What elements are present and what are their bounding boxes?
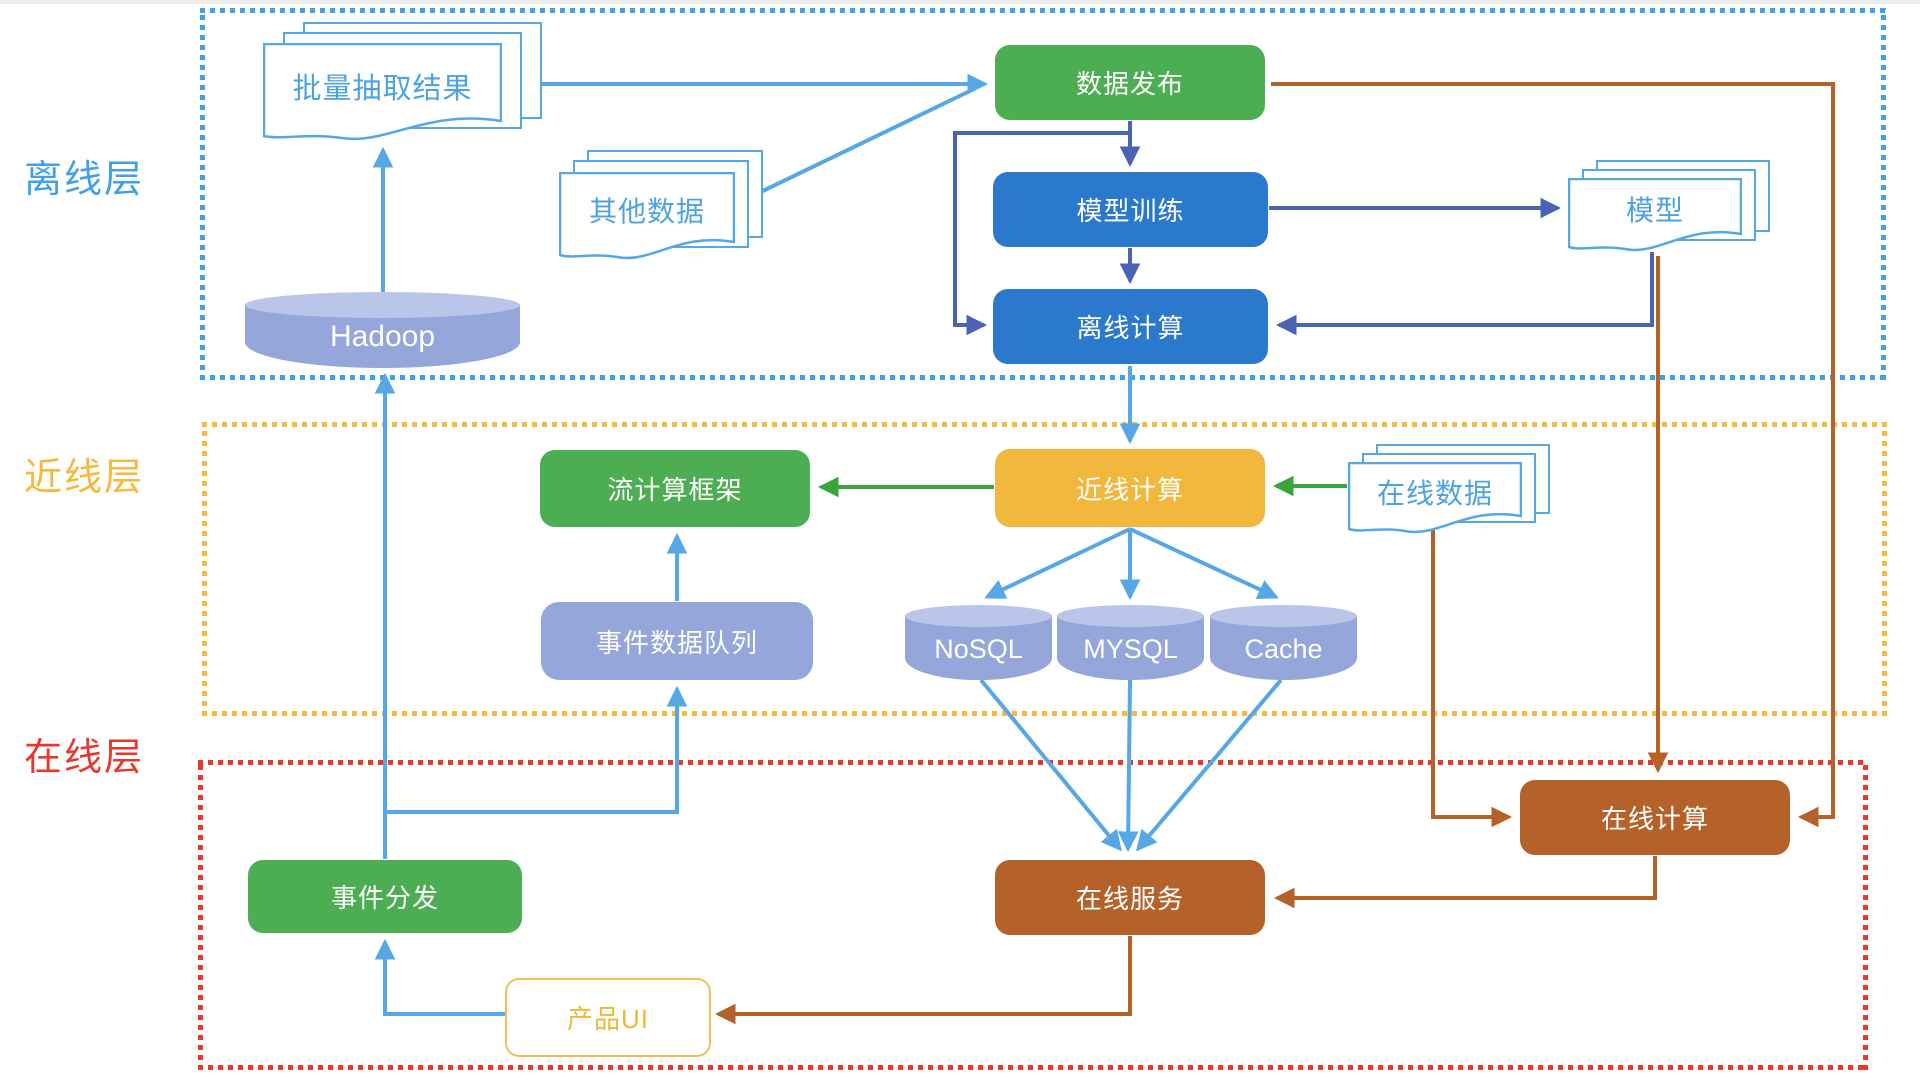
online-layer-label: 在线层 — [24, 737, 145, 779]
node-label: Hadoop — [329, 320, 436, 353]
node-label: 在线数据 — [1376, 478, 1493, 509]
node-event-queue: 事件数据队列 — [541, 602, 813, 680]
edge-online-data-to-online-compute — [1431, 528, 1513, 828]
edge-mysql-to-online-service — [1117, 679, 1139, 853]
edge-branch-to-event-queue — [385, 685, 688, 814]
edge-nosql-to-online-service — [979, 678, 1122, 852]
node-nosql: NoSQL — [905, 605, 1052, 680]
edge-nearline-to-cache — [1129, 527, 1279, 599]
top-window-edge — [0, 0, 1920, 4]
edge-other-data-to-data-publish — [741, 87, 975, 203]
node-label: MYSQL — [1083, 634, 1178, 664]
edge-nearline-to-nosql — [984, 527, 1131, 599]
node-cache: Cache — [1210, 605, 1357, 680]
edge-model-to-offline-compute — [1275, 252, 1654, 336]
document-front-sheet — [1348, 462, 1522, 534]
edge-product-ui-to-event-dispatch — [374, 938, 505, 1016]
document-front-sheet — [559, 172, 735, 260]
edge-data-publish-to-online-compute — [1271, 82, 1835, 828]
document-front-sheet — [1568, 178, 1742, 252]
edge-cache-to-online-service — [1135, 678, 1283, 852]
node-label: 其他数据 — [588, 196, 705, 227]
cylinder-top — [1210, 605, 1357, 627]
node-stream-framework: 流计算框架 — [540, 450, 810, 527]
node-product-ui: 产品UI — [505, 978, 711, 1057]
node-data-publish: 数据发布 — [995, 45, 1265, 120]
node-online-data: 在线数据 — [1348, 444, 1550, 540]
node-event-dispatch: 事件分发 — [248, 860, 522, 933]
node-label: 批量抽取结果 — [292, 72, 473, 105]
edge-online-service-to-product-ui — [714, 936, 1132, 1025]
cylinder-top — [1057, 605, 1204, 627]
cylinder-top — [245, 292, 520, 318]
edge-data-publish-to-offline-compute — [953, 131, 1130, 336]
node-label: 模型 — [1625, 195, 1684, 226]
node-model-training: 模型训练 — [993, 172, 1268, 247]
node-nearline-compute: 近线计算 — [995, 449, 1265, 527]
document-front-sheet — [263, 43, 502, 141]
node-other-data: 其他数据 — [559, 150, 763, 270]
node-online-compute: 在线计算 — [1520, 780, 1790, 855]
edge-online-compute-to-online-service — [1273, 856, 1657, 909]
nearline-layer-label: 近线层 — [24, 457, 145, 499]
node-hadoop: Hadoop — [245, 292, 520, 368]
node-model: 模型 — [1568, 160, 1770, 260]
offline-layer-label: 离线层 — [24, 159, 145, 201]
node-mysql: MYSQL — [1057, 605, 1204, 680]
node-batch-results: 批量抽取结果 — [263, 22, 546, 148]
node-offline-compute: 离线计算 — [993, 289, 1268, 364]
node-label: NoSQL — [934, 634, 1023, 664]
node-online-service: 在线服务 — [995, 860, 1265, 935]
node-label: Cache — [1244, 634, 1323, 664]
cylinder-top — [905, 605, 1052, 627]
